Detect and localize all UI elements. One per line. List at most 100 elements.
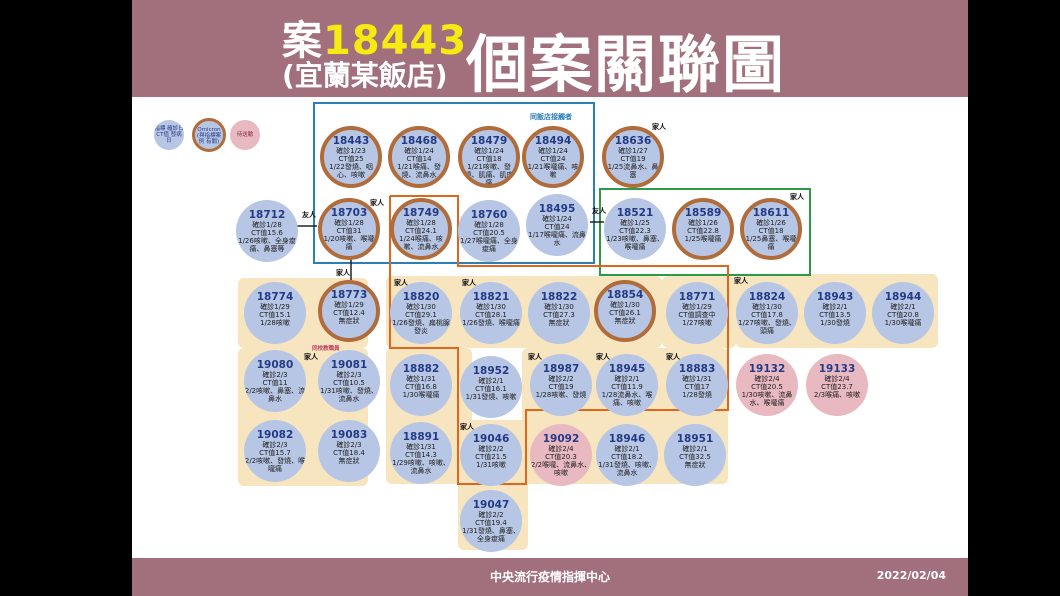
rel-family-1: 家人 [652, 123, 666, 131]
case-detail: 1/27喉嚨痛、全身痠痛 [460, 237, 518, 253]
case-detail: CT值14.3 [405, 451, 437, 459]
rel-family-11: 家人 [666, 353, 680, 361]
case-id: 18636 [614, 135, 652, 147]
case-id: 19046 [472, 433, 510, 445]
case-detail: 確診2/4 [548, 445, 574, 453]
case-detail: 1/21喉痛、發燒、流鼻水 [397, 163, 441, 179]
family-frame-green [599, 188, 811, 276]
case-detail: 確診2/3 [336, 371, 362, 379]
case-detail: 1/31發燒、咳嗽 [465, 393, 517, 401]
case-detail: 確診1/24 [474, 147, 504, 155]
case-detail: 確診2/1 [614, 375, 640, 383]
case-id: 18611 [752, 207, 790, 219]
case-detail: 確診1/27 [618, 147, 648, 155]
case-detail: 1/30咳嗽、流鼻水、喉嚨痛 [741, 391, 793, 407]
case-detail: 1/22發燒、咽心、咳嗽 [329, 163, 373, 179]
case-id: 18946 [608, 433, 646, 445]
case-detail: CT值25 [338, 155, 364, 163]
footer-bar: 中央流行疫情指揮中心 2022/02/04 [132, 558, 968, 596]
case-detail: 1/30發燒 [820, 319, 850, 327]
case-detail: CT值16.1 [475, 385, 507, 393]
case-detail: 確診1/31 [682, 375, 712, 383]
case-detail: 1/28咳嗽、發燒 [535, 391, 587, 399]
case-id: 18774 [256, 291, 294, 303]
case-detail: 確診1/30 [544, 303, 574, 311]
case-detail: CT值28.1 [475, 311, 507, 319]
case-detail: 確診1/30 [752, 303, 782, 311]
case-detail: CT值27.3 [543, 311, 575, 319]
case-id: 18943 [816, 291, 854, 303]
case-id: 18944 [884, 291, 922, 303]
case-id: 18703 [330, 207, 368, 219]
hotel-contacts-frame [313, 102, 595, 264]
case-detail: 確診1/26 [688, 219, 718, 227]
case-detail: 確診2/3 [262, 371, 288, 379]
case-detail: CT值31 [336, 227, 362, 235]
case-id: 18891 [402, 431, 440, 443]
case-detail: CT值13.5 [819, 311, 851, 319]
case-detail: CT值24 [540, 155, 566, 163]
case-detail: CT值20.3 [545, 453, 577, 461]
case-id: 18945 [608, 363, 646, 375]
case-detail: 1/20咳嗽、喉嚨痛 [323, 235, 375, 251]
case-id: 18854 [606, 289, 644, 301]
case-detail: CT值調查中 [678, 311, 716, 319]
page-title: 個案關聯圖 [466, 28, 787, 101]
case-detail: 確診1/28 [252, 221, 282, 229]
case-detail: CT值18.4 [333, 449, 365, 457]
case-id: 18951 [676, 433, 714, 445]
case-id: 19047 [472, 499, 510, 511]
case-detail: 確診2/1 [890, 303, 916, 311]
case-detail: 1/25喉嚨痛 [684, 235, 722, 243]
case-detail: CT值16.8 [405, 383, 437, 391]
case-id: 19081 [330, 359, 368, 371]
case-detail: CT值14 [406, 155, 432, 163]
case-detail: 確診1/30 [610, 301, 640, 309]
legend-index: 指標 確診日 CT值 發病日 [154, 120, 184, 150]
case-detail: 1/30喉嚨痛 [884, 319, 922, 327]
case-detail: CT值17 [684, 383, 710, 391]
case-detail: CT值22.8 [687, 227, 719, 235]
case-detail: 確診2/3 [336, 441, 362, 449]
title-banner: 案18443 (宜蘭某飯店) 個案關聯圖 [132, 0, 968, 101]
case-detail: 無症狀 [548, 319, 570, 327]
case-detail: CT值21.5 [475, 453, 507, 461]
case-detail: 無症狀 [614, 317, 636, 325]
case-detail: 1/31咳嗽 [476, 461, 506, 469]
connector-lines [296, 195, 729, 485]
case-detail: CT值32.5 [679, 453, 711, 461]
rel-friend-2: 友人 [592, 207, 606, 215]
case-id: 18882 [402, 363, 440, 375]
case-detail: 1/25流鼻水、鼻塞 [607, 163, 659, 179]
case-id: 18883 [678, 363, 716, 375]
case-id: 19092 [542, 433, 580, 445]
case-detail: 確診2/1 [614, 445, 640, 453]
case-id: 19082 [256, 429, 294, 441]
case-detail: 1/21咳嗽、發燒、肌痛、肌肉痛 [464, 163, 514, 187]
case-detail: 確診2/1 [478, 377, 504, 385]
case-detail: 無症狀 [338, 457, 360, 465]
case-id: 19080 [256, 359, 294, 371]
case-detail: CT值10.5 [333, 379, 365, 387]
rel-family-7: 家人 [734, 277, 748, 285]
legend-omicron: Omicron (與指標案例 有關) [192, 118, 226, 152]
case-detail: 1/30喉嚨痛 [402, 391, 440, 399]
case-detail: 確診1/30 [406, 303, 436, 311]
case-detail: CT值22.3 [619, 227, 651, 235]
case-detail: 確診1/26 [756, 219, 786, 227]
case-id: 18771 [678, 291, 716, 303]
case-id: 18479 [470, 135, 508, 147]
case-detail: 確診1/28 [334, 219, 364, 227]
